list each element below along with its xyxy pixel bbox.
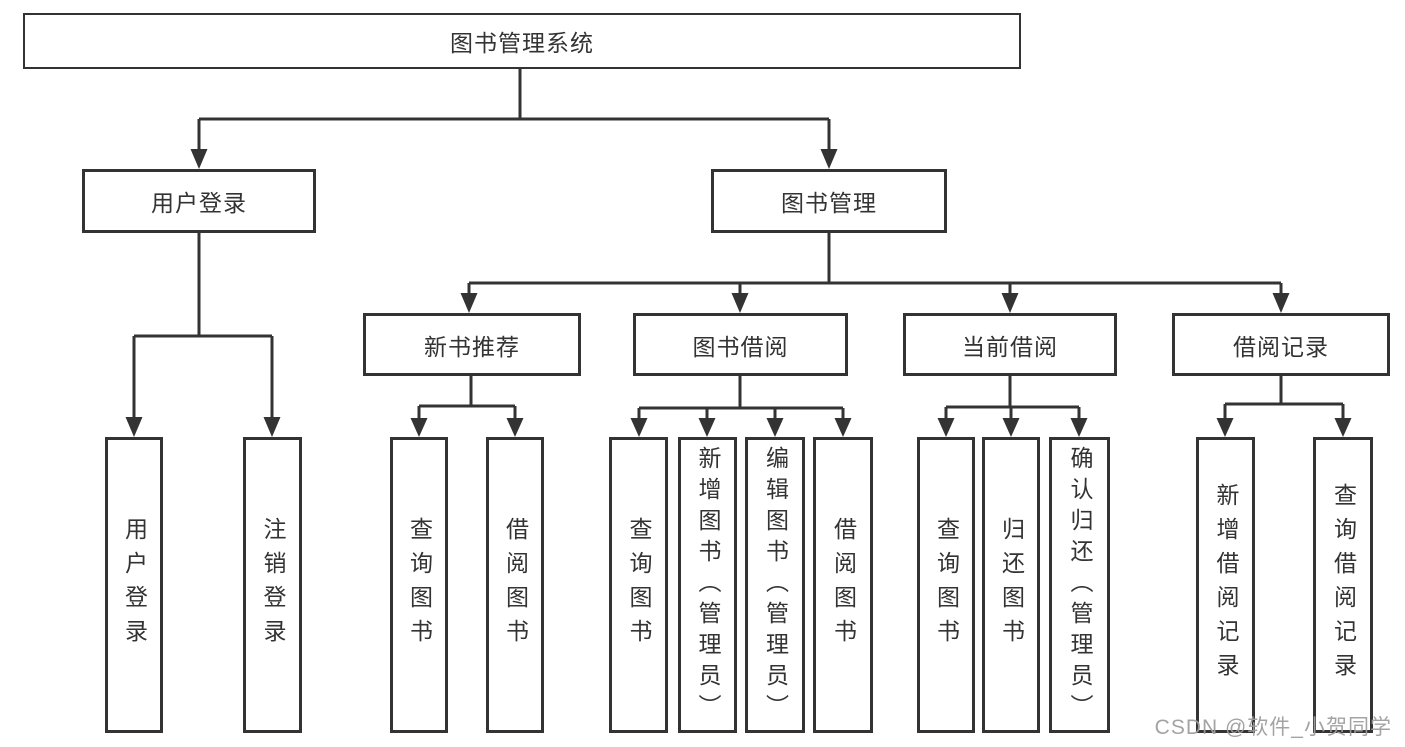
node-root: 图书管理系统 xyxy=(23,13,1021,69)
leaf-label: 借阅图书 xyxy=(830,517,857,653)
leaf-edit-book-admin: 编辑图书（管理员） xyxy=(745,437,805,733)
leaf-borrow-query-books: 查询图书 xyxy=(609,437,668,733)
leaf-return-book: 归还图书 xyxy=(982,437,1040,733)
leaf-recommend-borrow-books: 借阅图书 xyxy=(486,437,544,733)
leaf-recommend-query-books: 查询图书 xyxy=(390,437,448,733)
arrowhead-current-borrow xyxy=(1001,293,1019,313)
connector-recommend-to-leaves xyxy=(410,376,524,437)
leaf-user-login: 用户登录 xyxy=(105,437,163,733)
leaf-label: 查询图书 xyxy=(406,517,433,653)
connector-user-login-to-leaves xyxy=(125,233,281,437)
leaf-add-borrow-record: 新增借阅记录 xyxy=(1196,437,1255,733)
arrowhead-book-borrow xyxy=(731,293,749,313)
node-new-book-recommend-label: 新书推荐 xyxy=(424,333,520,360)
leaf-label: 确认归还（管理员） xyxy=(1067,445,1093,725)
leaf-label: 查询借阅记录 xyxy=(1330,483,1357,687)
leaf-logout: 注销登录 xyxy=(243,437,302,733)
leaf-label: 编辑图书（管理员） xyxy=(762,445,789,725)
node-current-borrow-label: 当前借阅 xyxy=(962,333,1058,360)
connector-root-to-level2 xyxy=(190,69,838,169)
node-borrow-records-label: 借阅记录 xyxy=(1233,333,1329,360)
arrowhead-new-book-recommend xyxy=(460,293,478,313)
node-current-borrow: 当前借阅 xyxy=(903,313,1117,376)
leaf-borrow-borrow-books: 借阅图书 xyxy=(813,437,873,733)
node-book-management-label: 图书管理 xyxy=(781,190,877,216)
leaf-label: 查询图书 xyxy=(933,517,960,653)
leaf-label: 用户登录 xyxy=(121,517,148,653)
arrowhead-leaf-logout xyxy=(263,417,281,437)
connector-book-management-to-level3 xyxy=(460,233,1290,313)
leaf-label: 注销登录 xyxy=(260,517,286,653)
arrowhead-book-management xyxy=(820,149,838,169)
watermark: CSDN @软件_小贺同学 xyxy=(1154,716,1392,739)
node-user-login: 用户登录 xyxy=(82,169,316,233)
leaf-label: 借阅图书 xyxy=(502,517,529,653)
node-user-login-label: 用户登录 xyxy=(151,190,247,216)
leaf-label: 新增借阅记录 xyxy=(1213,483,1239,687)
leaf-add-book-admin: 新增图书（管理员） xyxy=(678,437,737,733)
leaf-label: 查询图书 xyxy=(626,517,652,653)
connector-borrow-to-leaves xyxy=(630,376,852,437)
connector-current-to-leaves xyxy=(937,376,1088,437)
leaf-current-query-books: 查询图书 xyxy=(917,437,975,733)
leaf-confirm-return-admin: 确认归还（管理员） xyxy=(1049,437,1110,733)
connector-records-to-leaves xyxy=(1216,376,1352,437)
node-book-management: 图书管理 xyxy=(711,169,947,233)
node-borrow-records: 借阅记录 xyxy=(1172,313,1390,376)
arrowhead-user-login xyxy=(190,149,208,169)
arrowhead-leaf-user-login xyxy=(125,417,143,437)
leaf-label: 新增图书（管理员） xyxy=(695,445,721,725)
node-new-book-recommend: 新书推荐 xyxy=(363,313,581,376)
leaf-label: 归还图书 xyxy=(998,517,1025,653)
node-root-label: 图书管理系统 xyxy=(450,30,594,56)
node-book-borrow-label: 图书借阅 xyxy=(692,333,789,360)
arrowhead-borrow-records xyxy=(1272,293,1290,313)
leaf-query-borrow-record: 查询借阅记录 xyxy=(1313,437,1373,733)
node-book-borrow: 图书借阅 xyxy=(633,313,848,376)
